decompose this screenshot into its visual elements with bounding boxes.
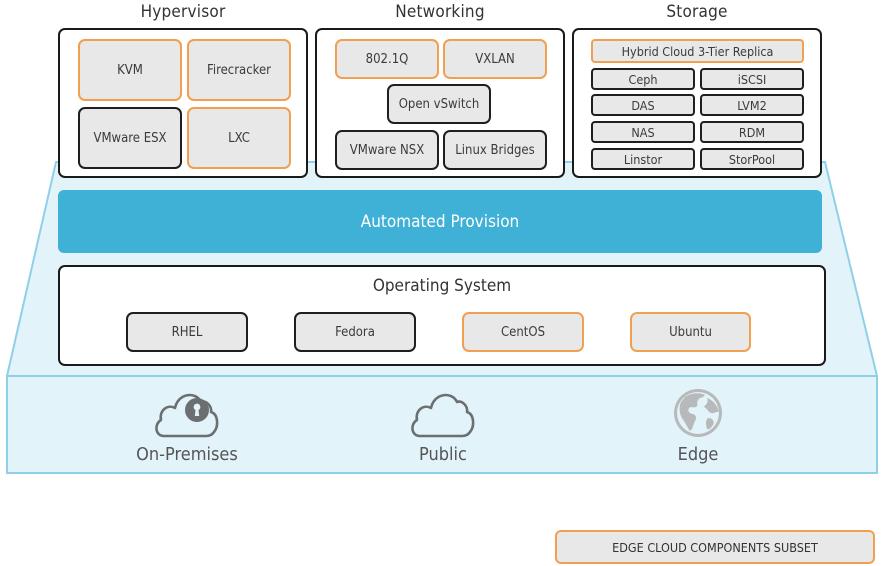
os-centos[interactable]: CentOS [462,312,584,352]
component-iscsi[interactable]: iSCSI [700,68,804,90]
legend-edge-subset: EDGE CLOUD COMPONENTS SUBSET [555,530,875,564]
os-rhel[interactable]: RHEL [126,312,248,352]
deployment-base [6,375,878,474]
automated-provision-label: Automated Provision [360,211,520,232]
component-firecracker[interactable]: Firecracker [187,39,291,101]
component-lxc[interactable]: LXC [187,107,291,169]
component-hybrid-cloud-replica[interactable]: Hybrid Cloud 3-Tier Replica [591,39,804,63]
component-vxlan[interactable]: VXLAN [443,39,547,79]
networking-group: 802.1Q VXLAN Open vSwitch VMware NSX Lin… [315,28,565,178]
cloud-icon [411,393,475,438]
os-fedora[interactable]: Fedora [294,312,416,352]
component-kvm[interactable]: KVM [78,39,182,101]
operating-system-title: Operating System [372,276,512,296]
deployment-public: Public [363,384,523,465]
os-ubuntu[interactable]: Ubuntu [630,312,751,352]
cloud-lock-icon [155,393,219,438]
storage-title: Storage [666,2,728,22]
component-802-1q[interactable]: 802.1Q [335,39,439,79]
hypervisor-title: Hypervisor [140,2,226,22]
component-ceph[interactable]: Ceph [591,68,695,90]
component-linux-bridges[interactable]: Linux Bridges [443,130,547,170]
deployment-on-premises: On-Premises [107,384,267,465]
component-nas[interactable]: NAS [591,121,695,143]
hypervisor-group: KVM Firecracker VMware ESX LXC [58,28,308,178]
component-open-vswitch[interactable]: Open vSwitch [387,84,491,124]
component-vmware-esx[interactable]: VMware ESX [78,107,182,169]
component-vmware-nsx[interactable]: VMware NSX [335,130,439,170]
automated-provision-band: Automated Provision [58,190,822,253]
component-das[interactable]: DAS [591,94,695,116]
component-linstor[interactable]: Linstor [591,148,695,170]
legend-label: EDGE CLOUD COMPONENTS SUBSET [612,539,818,555]
component-rdm[interactable]: RDM [700,121,804,143]
component-lvm2[interactable]: LVM2 [700,94,804,116]
deployment-edge: Edge [618,384,778,465]
globe-icon [674,389,722,437]
deployment-label-public: Public [419,444,467,465]
networking-title: Networking [395,2,485,22]
component-storpool[interactable]: StorPool [700,148,804,170]
storage-group: Hybrid Cloud 3-Tier Replica Ceph iSCSI D… [572,28,822,178]
deployment-label-edge: Edge [677,444,719,465]
operating-system-group: Operating System RHEL Fedora CentOS Ubun… [58,265,826,366]
deployment-label-on-premises: On-Premises [136,444,238,465]
